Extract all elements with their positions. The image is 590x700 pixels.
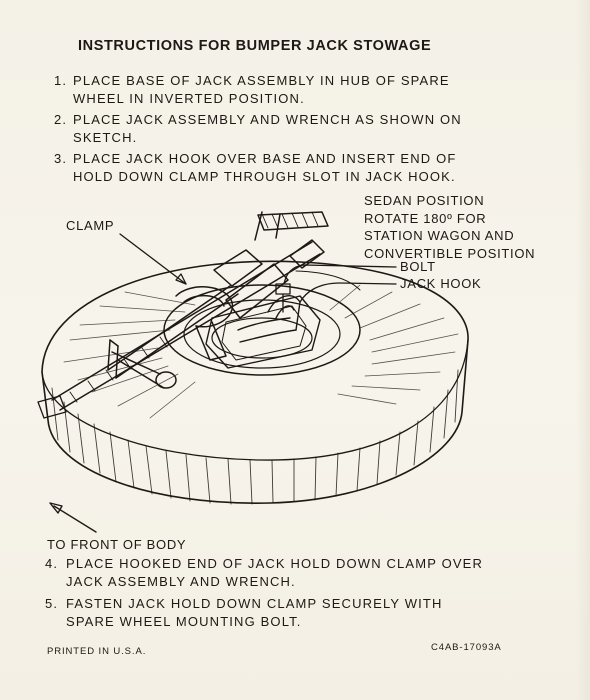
jack-base (205, 295, 321, 369)
step-text-line: PLACE JACK ASSEMBLY AND WRENCH AS SHOWN … (73, 112, 462, 127)
hold-down-clamp (175, 286, 234, 361)
wrench (107, 285, 239, 389)
leader-lines (119, 233, 397, 303)
note-line: ROTATE 180º FOR (364, 210, 487, 226)
page-title: INSTRUCTIONS FOR BUMPER JACK STOWAGE (78, 38, 432, 54)
step-number: 2. (54, 112, 68, 127)
tread-hatching (51, 369, 459, 505)
step-text-line: PLACE BASE OF JACK ASSEMBLY IN HUB OF SP… (73, 73, 450, 88)
sedan-position-note: SEDAN POSITION ROTATE 180º FOR STATION W… (364, 192, 535, 262)
step-number: 1. (54, 73, 68, 88)
clamp-label: CLAMP (66, 218, 115, 233)
note-line: CONVERTIBLE POSITION (364, 245, 536, 261)
part-number: C4AB-17093A (431, 642, 502, 653)
note-line: SEDAN POSITION (364, 193, 485, 208)
instruction-step-5: 5. FASTEN JACK HOLD DOWN CLAMP SECURELY … (45, 595, 443, 631)
wheel-rim (163, 284, 361, 376)
instruction-step-4: 4. PLACE HOOKED END OF JACK HOLD DOWN CL… (45, 555, 483, 591)
jack-hook-label: JACK HOOK (400, 276, 482, 291)
step-text-line: SPARE WHEEL MOUNTING BOLT. (66, 614, 302, 629)
instruction-step-2: 2. PLACE JACK ASSEMBLY AND WRENCH AS SHO… (54, 111, 462, 147)
top-surface-hatching (63, 284, 459, 419)
front-of-body-arrow (49, 502, 97, 533)
step-text-line: HOLD DOWN CLAMP THROUGH SLOT IN JACK HOO… (73, 169, 456, 184)
step-text-line: FASTEN JACK HOLD DOWN CLAMP SECURELY WIT… (66, 596, 443, 611)
printed-in-note: PRINTED IN U.S.A. (47, 646, 147, 657)
step-text-line: WHEEL IN INVERTED POSITION. (73, 91, 305, 106)
step-number: 5. (45, 596, 59, 611)
jack-assembly (37, 211, 329, 419)
instruction-step-3: 3. PLACE JACK HOOK OVER BASE AND INSERT … (54, 150, 456, 186)
front-of-body-label: TO FRONT OF BODY (47, 537, 187, 552)
bolt (275, 283, 291, 313)
step-text-line: JACK ASSEMBLY AND WRENCH. (66, 574, 296, 589)
step-text-line: PLACE JACK HOOK OVER BASE AND INSERT END… (73, 151, 457, 166)
step-text-line: SKETCH. (73, 130, 138, 145)
bolt-label: BOLT (400, 259, 436, 274)
note-line: STATION WAGON AND (364, 228, 515, 243)
decal-edge (576, 0, 590, 700)
step-text-line: PLACE HOOKED END OF JACK HOLD DOWN CLAMP… (66, 556, 484, 571)
spare-tire (41, 260, 469, 505)
instruction-step-1: 1. PLACE BASE OF JACK ASSEMBLY IN HUB OF… (54, 72, 450, 108)
step-number: 4. (45, 556, 59, 571)
step-number: 3. (54, 151, 68, 166)
